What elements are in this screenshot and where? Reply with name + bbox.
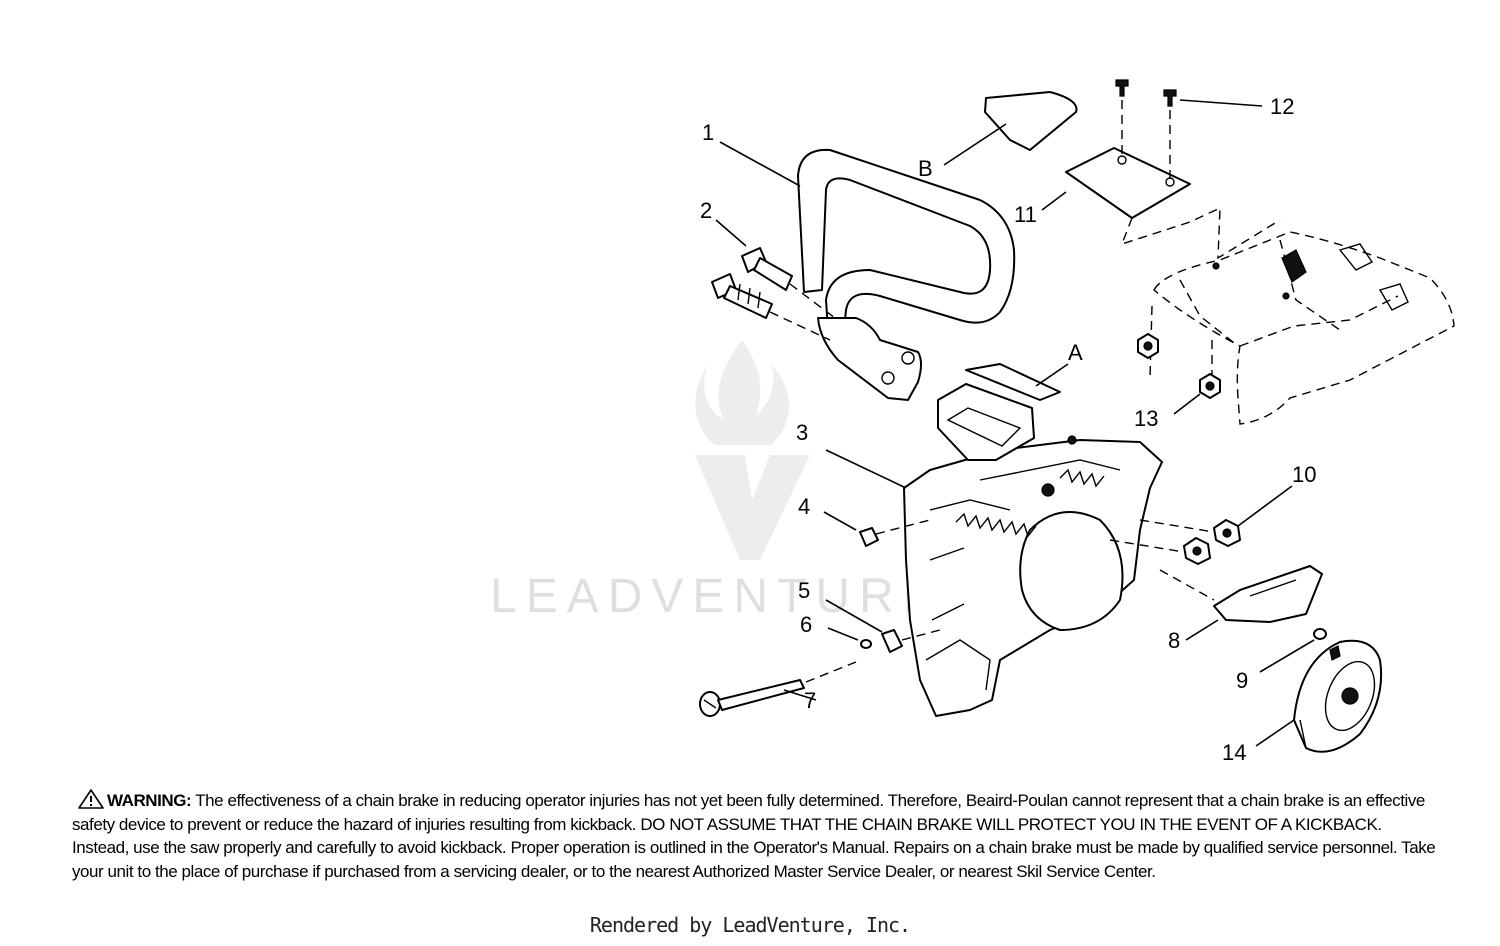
callout-4: 4 [798, 494, 810, 519]
callout-5: 5 [798, 578, 810, 603]
callout-14: 14 [1222, 740, 1246, 765]
dashed-housing-outline [1120, 206, 1455, 425]
part-2-screws [711, 247, 836, 341]
part-9-washer [1313, 628, 1327, 640]
callout-b: B [918, 156, 933, 181]
warning-triangle-icon [78, 789, 104, 809]
callout-3: 3 [796, 420, 808, 445]
callout-10: 10 [1292, 462, 1316, 487]
part-10-nuts [1109, 519, 1241, 565]
callout-12: 12 [1270, 94, 1294, 119]
watermark-text: LEADVENTURE [490, 570, 944, 623]
callout-13: 13 [1134, 406, 1158, 431]
warning-label: WARNING: [107, 791, 192, 810]
watermark-v-icon [695, 455, 810, 560]
part-11-cover-plate [1065, 147, 1191, 219]
part-a-decal [965, 363, 1061, 401]
part-7-screw [699, 661, 857, 717]
callout-7: 7 [804, 688, 816, 713]
part-13-nuts [1137, 333, 1221, 399]
watermark: LEADVENTURE [490, 340, 944, 623]
warning-notice: WARNING:The effectiveness of a chain bra… [72, 789, 1442, 883]
part-12-screws [1115, 79, 1177, 187]
callout-a: A [1068, 340, 1083, 365]
part-3-brake-housing [903, 383, 1163, 717]
part-1-hand-guard [797, 148, 1016, 401]
callout-2: 2 [700, 198, 712, 223]
callout-6: 6 [800, 612, 812, 637]
callout-1: 1 [702, 120, 714, 145]
part-5-fitting [881, 629, 903, 653]
footer-credit: Rendered by LeadVenture, Inc. [589, 913, 911, 937]
callout-8: 8 [1168, 628, 1180, 653]
callout-11: 11 [1014, 202, 1037, 227]
part-4-pin [859, 527, 879, 547]
part-b-decal [984, 91, 1078, 151]
part-8-bracket [1213, 565, 1323, 623]
part-14-clutch [1293, 639, 1383, 753]
part-6-washer [860, 639, 872, 649]
callout-9: 9 [1236, 668, 1248, 693]
watermark-flame-icon [695, 340, 790, 445]
warning-text: The effectiveness of a chain brake in re… [72, 791, 1436, 881]
